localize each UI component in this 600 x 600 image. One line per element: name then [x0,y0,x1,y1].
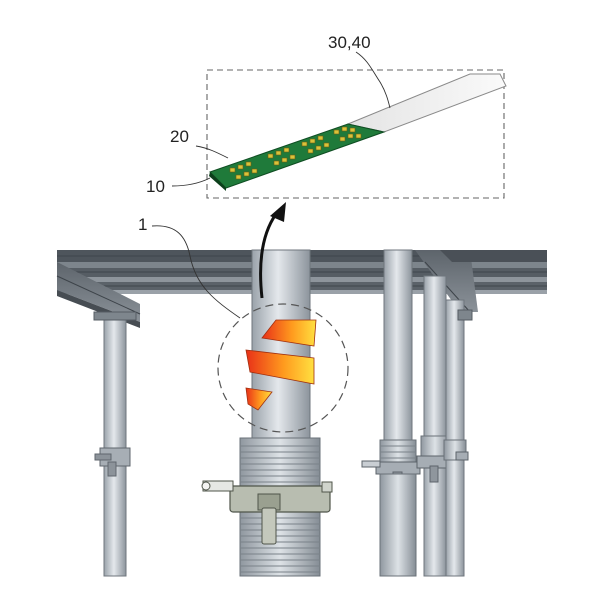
leader-line-10 [171,177,211,187]
left-support-post [93,311,137,577]
label-circuit: 20 [170,127,189,146]
sensor-detail-view [171,51,507,199]
marker-upper [261,319,317,347]
detail-box [206,69,505,199]
pcb-edge [209,172,226,191]
right-support-post-3 [443,299,473,577]
detail-circle [217,303,349,433]
leader-line-20 [195,145,229,159]
leader-line-1 [151,225,241,319]
marker-middle [245,349,315,385]
label-support-post: 1 [138,215,147,234]
sensor-markers [245,319,317,411]
label-sensor-assembly: 30,40 [328,33,371,52]
adjustment-collar [201,480,333,545]
right-support-post-1 [361,249,421,577]
sensor-tip [346,73,507,133]
curved-up-arrow-icon [259,202,286,299]
label-substrate: 10 [146,177,165,196]
center-support-post [201,249,333,577]
marker-lower [245,387,273,411]
thread-lines [240,445,320,573]
pcb-pads [229,126,362,180]
leader-line-30-40 [355,51,391,109]
